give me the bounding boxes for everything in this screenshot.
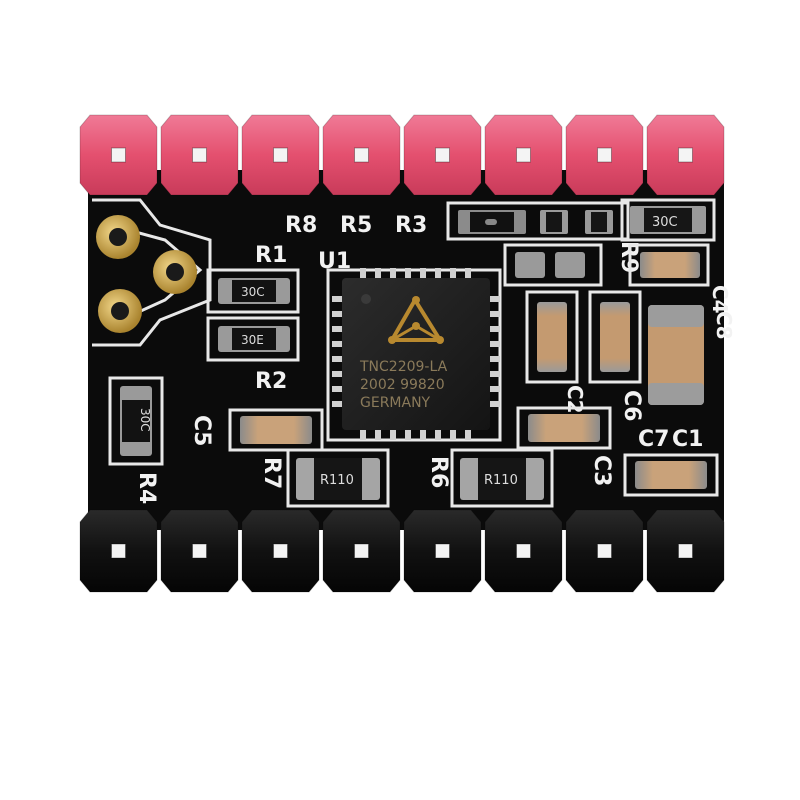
chip-pin	[332, 311, 342, 317]
chip-pin	[420, 430, 426, 440]
label-r8: R8	[285, 213, 317, 238]
bottom-header-pin-square-5	[435, 543, 450, 559]
label-c6: C6	[619, 390, 644, 421]
c7-c1-capacitor	[623, 453, 719, 497]
r4-resistor: 30C	[108, 376, 164, 466]
label-r2: R2	[255, 369, 287, 394]
bottom-header-pin-square-4	[354, 543, 369, 559]
bottom-header-pin-square-1	[111, 543, 126, 559]
chip-pin	[332, 371, 342, 377]
label-c7: C7	[638, 427, 669, 452]
r4-value: 30C	[138, 408, 152, 432]
chip-pin	[420, 268, 426, 278]
c3-capacitor	[516, 406, 612, 450]
top-header-pin-square-8	[678, 147, 693, 163]
gold-mounting-pads	[92, 198, 212, 347]
chip-pin	[390, 430, 396, 440]
r2-value: 30E	[241, 333, 264, 347]
label-r1: R1	[255, 243, 287, 268]
r1-value: 30C	[241, 285, 265, 299]
chip-pin	[332, 356, 342, 362]
chip-text-line3: GERMANY	[360, 395, 431, 411]
chip-logo	[388, 296, 444, 344]
chip-pin	[360, 268, 366, 278]
top-header-pin-square-2	[192, 147, 207, 163]
top-header-pin-square-4	[354, 147, 369, 163]
bottom-header-pin-square-7	[597, 543, 612, 559]
r3-value: 30C	[652, 215, 678, 230]
c5-capacitor	[228, 408, 324, 452]
label-r3: R3	[395, 213, 427, 238]
top-header-pin-square-6	[516, 147, 531, 163]
label-c3: C3	[589, 455, 614, 486]
chip-pin	[465, 268, 471, 278]
chip-pin	[490, 326, 500, 332]
chip-pin	[332, 296, 342, 302]
chip-text-line1: TNC2209-LA	[359, 359, 448, 375]
u1-driver-chip: TNC2209-LA 2002 99820 GERMANY	[326, 268, 502, 442]
label-r7: R7	[259, 457, 284, 489]
label-r4: R4	[134, 472, 159, 504]
chip-pin	[465, 430, 471, 440]
r9-components	[503, 243, 710, 287]
label-c4: C4	[708, 285, 732, 314]
chip-pin	[490, 401, 500, 407]
top-header-pin-square-1	[111, 147, 126, 163]
sense-resistors: R110 R110	[286, 448, 554, 508]
chip-text-line2: 2002 99820	[360, 377, 445, 393]
bottom-header-pin-square-6	[516, 543, 531, 559]
c2-c6-capacitors	[525, 290, 642, 384]
chip-pin	[332, 386, 342, 392]
chip-pin	[332, 326, 342, 332]
chip-pin	[332, 341, 342, 347]
label-c8: C8	[712, 311, 736, 340]
chip-pin	[490, 371, 500, 377]
label-r6: R6	[426, 456, 451, 488]
bottom-header-pin-square-3	[273, 543, 288, 559]
chip-pin	[490, 386, 500, 392]
chip-pin	[375, 268, 381, 278]
top-right-resistor-array: 30C	[446, 198, 716, 242]
chip-pin	[490, 356, 500, 362]
bottom-header-pin-square-8	[678, 543, 693, 559]
chip-pin	[405, 268, 411, 278]
label-c1: C1	[672, 427, 703, 452]
chip-pin	[490, 341, 500, 347]
chip-pin	[450, 268, 456, 278]
r6-value: R110	[484, 473, 518, 488]
bottom-pin-header	[79, 509, 725, 593]
chip-pin	[435, 430, 441, 440]
label-r5: R5	[340, 213, 372, 238]
bottom-header-pin-square-2	[192, 543, 207, 559]
chip-pin	[490, 311, 500, 317]
chip-pin	[435, 268, 441, 278]
chip-pin	[405, 430, 411, 440]
top-header-pin-square-3	[273, 147, 288, 163]
r7-value: R110	[320, 473, 354, 488]
label-c5: C5	[189, 415, 214, 446]
chip-pin	[450, 430, 456, 440]
chip-pin	[490, 296, 500, 302]
large-capacitor	[648, 305, 704, 405]
chip-pin	[375, 430, 381, 440]
top-pin-header	[79, 114, 725, 196]
chip-pin	[332, 401, 342, 407]
r1-r2-resistors: 30C 30E	[206, 268, 300, 362]
top-header-pin-square-7	[597, 147, 612, 163]
chip-pin	[360, 430, 366, 440]
chip-pin	[390, 268, 396, 278]
top-header-pin-square-5	[435, 147, 450, 163]
